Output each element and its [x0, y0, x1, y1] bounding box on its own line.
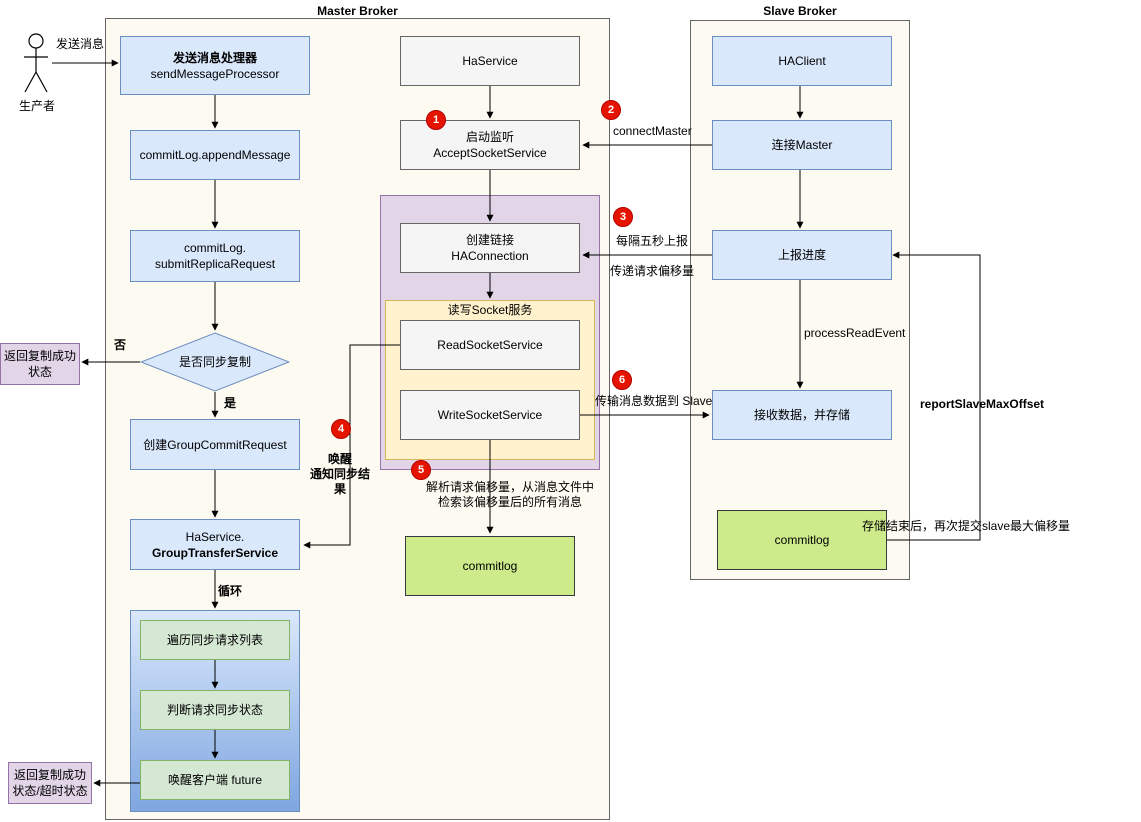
connect-master-box-label: 连接Master [771, 138, 833, 152]
submit-replica-line2: submitReplicaRequest [154, 257, 276, 271]
wake-notify-label: 唤醒 通知同步结 果 [305, 452, 375, 497]
return-timeout-line1: 返回复制成功 [13, 768, 86, 782]
judge-label: 判断请求同步状态 [166, 703, 263, 717]
ha-connection-line1: 创建链接 [465, 233, 514, 247]
submit-replica-box: commitLog. submitReplicaRequest [130, 230, 300, 282]
master-commitlog-label: commitlog [462, 559, 518, 573]
wake-line2: 通知同步结 [309, 467, 370, 481]
group-transfer-line1: HaService. [185, 529, 245, 544]
read-socket-label: ReadSocketService [437, 338, 543, 352]
pass-offset-label: 传递请求偏移量 [610, 264, 695, 278]
producer-actor-icon [24, 33, 48, 93]
ha-service-label: HaService [462, 54, 518, 68]
return-success-line2: 状态 [27, 365, 52, 379]
judge-box: 判断请求同步状态 [140, 690, 290, 730]
producer-label: 生产者 [18, 99, 55, 113]
ha-client-box: HAClient [712, 36, 892, 86]
append-message-label: commitLog.appendMessage [139, 148, 291, 162]
group-transfer-line2: GroupTransferService [151, 545, 279, 560]
master-broker-title: Master Broker [317, 4, 398, 18]
wake-line3: 果 [333, 482, 346, 496]
connect-master-box: 连接Master [712, 120, 892, 170]
create-group-commit-label: 创建GroupCommitRequest [143, 437, 287, 452]
step-badge-2: 2 [601, 100, 621, 120]
submit-replica-line1: commitLog. [183, 241, 247, 255]
yes-label: 是 [224, 396, 237, 410]
parse-offset-label: 解析请求偏移量，从消息文件中 检索该偏移量后的所有消息 [420, 480, 600, 510]
return-success-timeout-box: 返回复制成功 状态/超时状态 [8, 762, 92, 804]
ha-service-box: HaService [400, 36, 580, 86]
receive-store-label: 接收数据，并存储 [753, 408, 850, 422]
no-label: 否 [114, 338, 127, 352]
sync-decision-diamond [140, 332, 290, 392]
traverse-box: 遍历同步请求列表 [140, 620, 290, 660]
send-message-processor-box: 发送消息处理器 sendMessageProcessor [120, 36, 310, 95]
wake-future-box: 唤醒客户端 future [140, 760, 290, 800]
process-read-event-label: processReadEvent [804, 326, 906, 340]
slave-commitlog-label: commitlog [774, 533, 830, 547]
append-message-box: commitLog.appendMessage [130, 130, 300, 180]
return-timeout-line2: 状态/超时状态 [12, 784, 88, 798]
accept-socket-box: 启动监听 AcceptSocketService [400, 120, 580, 170]
ha-connection-line2: HAConnection [451, 249, 529, 263]
master-commitlog-box: commitlog [405, 536, 575, 596]
connect-master-link-label: connectMaster [613, 124, 692, 138]
store-done-label: 存储结束后，再次提交slave最大偏移量 [862, 519, 1071, 533]
step-badge-4: 4 [331, 419, 351, 439]
send-processor-line1: 发送消息处理器 [172, 50, 257, 65]
return-success-line1: 返回复制成功 [3, 349, 76, 363]
report-every-label: 每隔五秒上报 [616, 234, 689, 248]
report-progress-label: 上报进度 [777, 248, 826, 262]
write-socket-label: WriteSocketService [437, 408, 543, 422]
send-processor-line2: sendMessageProcessor [150, 66, 280, 81]
step-badge-6: 6 [612, 370, 632, 390]
rw-socket-title: 读写Socket服务 [447, 303, 533, 317]
write-socket-box: WriteSocketService [400, 390, 580, 440]
step-badge-5: 5 [411, 460, 431, 480]
ha-client-label: HAClient [778, 54, 826, 68]
step-badge-1: 1 [426, 110, 446, 130]
report-slave-max-offset-label: reportSlaveMaxOffset [920, 397, 1045, 411]
accept-socket-line1: 启动监听 [465, 130, 514, 144]
transfer-to-slave-label: 传输消息数据到 Slave [595, 394, 713, 408]
ha-connection-box: 创建链接 HAConnection [400, 223, 580, 273]
slave-commitlog-box: commitlog [717, 510, 887, 570]
traverse-label: 遍历同步请求列表 [166, 633, 263, 647]
wake-future-label: 唤醒客户端 future [167, 773, 263, 787]
receive-store-box: 接收数据，并存储 [712, 390, 892, 440]
report-progress-box: 上报进度 [712, 230, 892, 280]
step-badge-3: 3 [613, 207, 633, 227]
loop-label: 循环 [218, 584, 243, 598]
wake-line1: 唤醒 [327, 452, 352, 466]
read-socket-box: ReadSocketService [400, 320, 580, 370]
accept-socket-line2: AcceptSocketService [433, 146, 547, 160]
group-transfer-box: HaService. GroupTransferService [130, 519, 300, 570]
sync-decision-label: 是否同步复制 [178, 355, 251, 369]
return-success-box: 返回复制成功 状态 [0, 343, 80, 385]
parse-line2: 检索该偏移量后的所有消息 [437, 495, 582, 509]
producer-arrow-label: 发送消息 [56, 37, 105, 51]
parse-line1: 解析请求偏移量，从消息文件中 [425, 480, 594, 494]
create-group-commit-box: 创建GroupCommitRequest [130, 419, 300, 470]
slave-broker-title: Slave Broker [763, 4, 837, 18]
